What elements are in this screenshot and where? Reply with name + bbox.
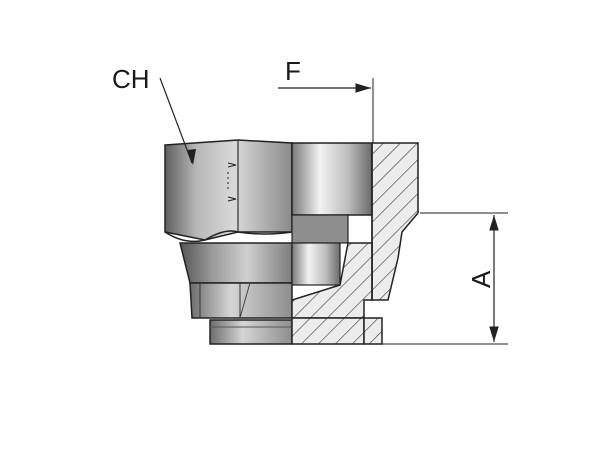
thread-marks — [227, 162, 237, 202]
bore-interior — [291, 142, 373, 286]
hex-body — [164, 139, 293, 243]
dimension-a: A — [382, 212, 508, 345]
leader-ch: CH — [112, 64, 196, 165]
section-upper — [371, 142, 419, 301]
section-lower — [291, 242, 383, 345]
label-ch: CH — [112, 64, 150, 94]
label-a: A — [466, 270, 496, 288]
label-f: F — [285, 56, 301, 86]
bottom-ring — [209, 319, 293, 345]
cone-body — [179, 242, 293, 319]
dimension-f: F — [278, 56, 374, 143]
